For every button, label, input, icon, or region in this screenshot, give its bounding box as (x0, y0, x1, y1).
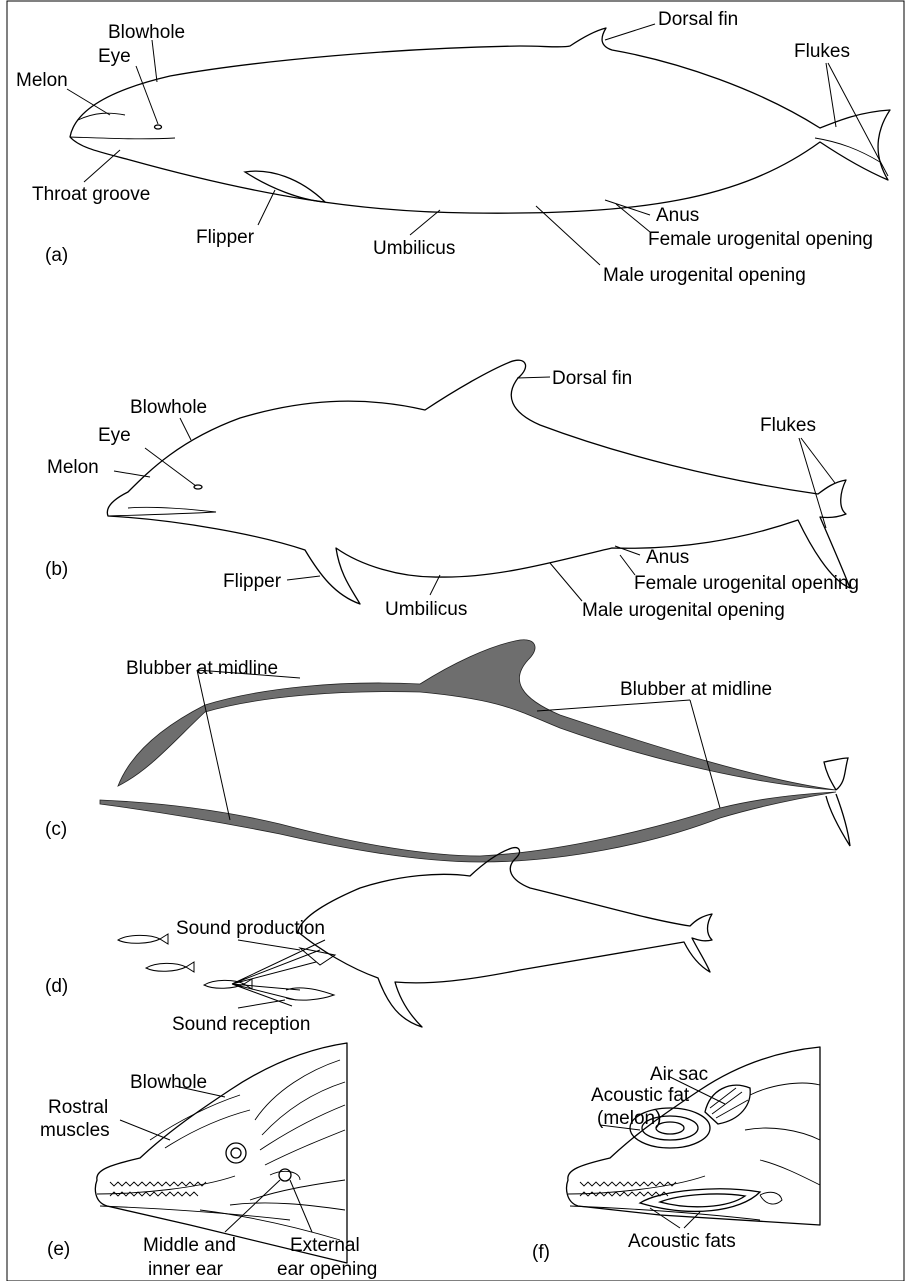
panel-f: Air sac Acoustic fat (melon) Acoustic fa… (532, 1047, 820, 1263)
panel-e-middle-ear-label-line2: inner ear (148, 1259, 224, 1280)
panel-b-flukes-label: Flukes (760, 415, 816, 436)
panel-e-tag: (e) (47, 1239, 70, 1260)
panel-e-external-ear-label-line2: ear opening (277, 1259, 377, 1280)
panel-f-skull (745, 1083, 820, 1204)
panel-d-fish-1 (118, 934, 168, 944)
panel-b-eye-label: Eye (98, 425, 131, 446)
panel-f-tag: (f) (532, 1242, 550, 1263)
panel-a-umbilicus-label: Umbilicus (373, 238, 455, 259)
panel-b-female-opening-label: Female urogenital opening (634, 573, 859, 594)
panel-d-sound-reception-label: Sound reception (172, 1014, 310, 1035)
panel-e-middle-ear-label-line1: Middle and (143, 1235, 236, 1256)
panel-d-tag: (d) (45, 976, 68, 997)
panel-d-production-beam (232, 940, 335, 984)
panel-a-flipper (245, 171, 325, 202)
panel-e-blowhole-label: Blowhole (130, 1072, 207, 1093)
panel-b-male-opening-label: Male urogenital opening (582, 600, 785, 621)
panel-f-air-sac-label: Air sac (650, 1064, 708, 1085)
panel-d-fish-2 (146, 962, 194, 972)
panel-b-umbilicus-label: Umbilicus (385, 599, 467, 620)
panel-f-teeth (580, 1182, 676, 1196)
panel-f-air-sac (705, 1085, 750, 1124)
panel-b-tag: (b) (45, 559, 68, 580)
panel-f-acoustic-fat-label-line2: (melon) (597, 1108, 661, 1129)
panel-c-flukes (824, 758, 850, 846)
panel-e-eye (226, 1143, 246, 1163)
panel-b-mouth-line (108, 507, 216, 516)
panel-c-tag: (c) (45, 819, 67, 840)
panel-a-eye (155, 125, 162, 129)
panel-c-blubber-right-label: Blubber at midline (620, 679, 772, 700)
panel-b-anus-label: Anus (646, 547, 689, 568)
panel-e-rostral-label-line1: Rostral (48, 1097, 108, 1118)
panel-e-ear (279, 1169, 291, 1181)
panel-a-melon-label: Melon (16, 70, 68, 91)
panel-a-throat-groove-label: Throat groove (32, 184, 150, 205)
panel-e-external-ear-label-line1: External (290, 1235, 360, 1256)
panel-b-flipper-label: Flipper (223, 571, 282, 592)
panel-e-teeth (110, 1182, 206, 1196)
panel-d-reception-beam (232, 984, 334, 1006)
panel-f-mandible-fat (640, 1189, 760, 1212)
panel-a-dorsal-fin-label: Dorsal fin (658, 9, 738, 30)
panel-e: Blowhole Rostral muscles Middle and inne… (40, 1043, 377, 1280)
panel-a-flukes-label: Flukes (794, 41, 850, 62)
panel-e-rostral-label-line2: muscles (40, 1120, 110, 1141)
panel-c-lower-blubber (100, 792, 836, 862)
panel-a-mouth-line (70, 137, 175, 139)
panel-f-acoustic-fats-label: Acoustic fats (628, 1231, 736, 1252)
panel-d-dolphin-outline (298, 848, 712, 1027)
panel-a-blowhole-label: Blowhole (108, 22, 185, 43)
panel-a-anus-label: Anus (656, 205, 699, 226)
panel-b: Dorsal fin Blowhole Eye Melon Flukes Fli… (45, 360, 859, 621)
panel-d-sound-production-label: Sound production (176, 918, 325, 939)
panel-a-eye-label: Eye (98, 46, 131, 67)
panel-c-blubber-left-label: Blubber at midline (126, 658, 278, 679)
panel-b-melon-label: Melon (47, 457, 99, 478)
panel-d: Sound production Sound reception (d) (45, 848, 712, 1035)
panel-a: Blowhole Eye Melon Throat groove Flipper… (16, 9, 890, 286)
panel-f-acoustic-fat-label-line1: Acoustic fat (591, 1085, 690, 1106)
panel-c: Blubber at midline Blubber at midline (c… (45, 640, 850, 862)
panel-b-body-outline (107, 360, 850, 604)
panel-a-male-opening-label: Male urogenital opening (603, 265, 806, 286)
panel-a-melon-line (78, 113, 125, 120)
panel-a-female-opening-label: Female urogenital opening (648, 229, 873, 250)
panel-b-blowhole-label: Blowhole (130, 397, 207, 418)
panel-b-dorsal-fin-label: Dorsal fin (552, 368, 632, 389)
panel-a-body-outline (70, 28, 890, 213)
panel-a-flipper-label: Flipper (196, 227, 255, 248)
panel-a-tag: (a) (45, 245, 68, 266)
